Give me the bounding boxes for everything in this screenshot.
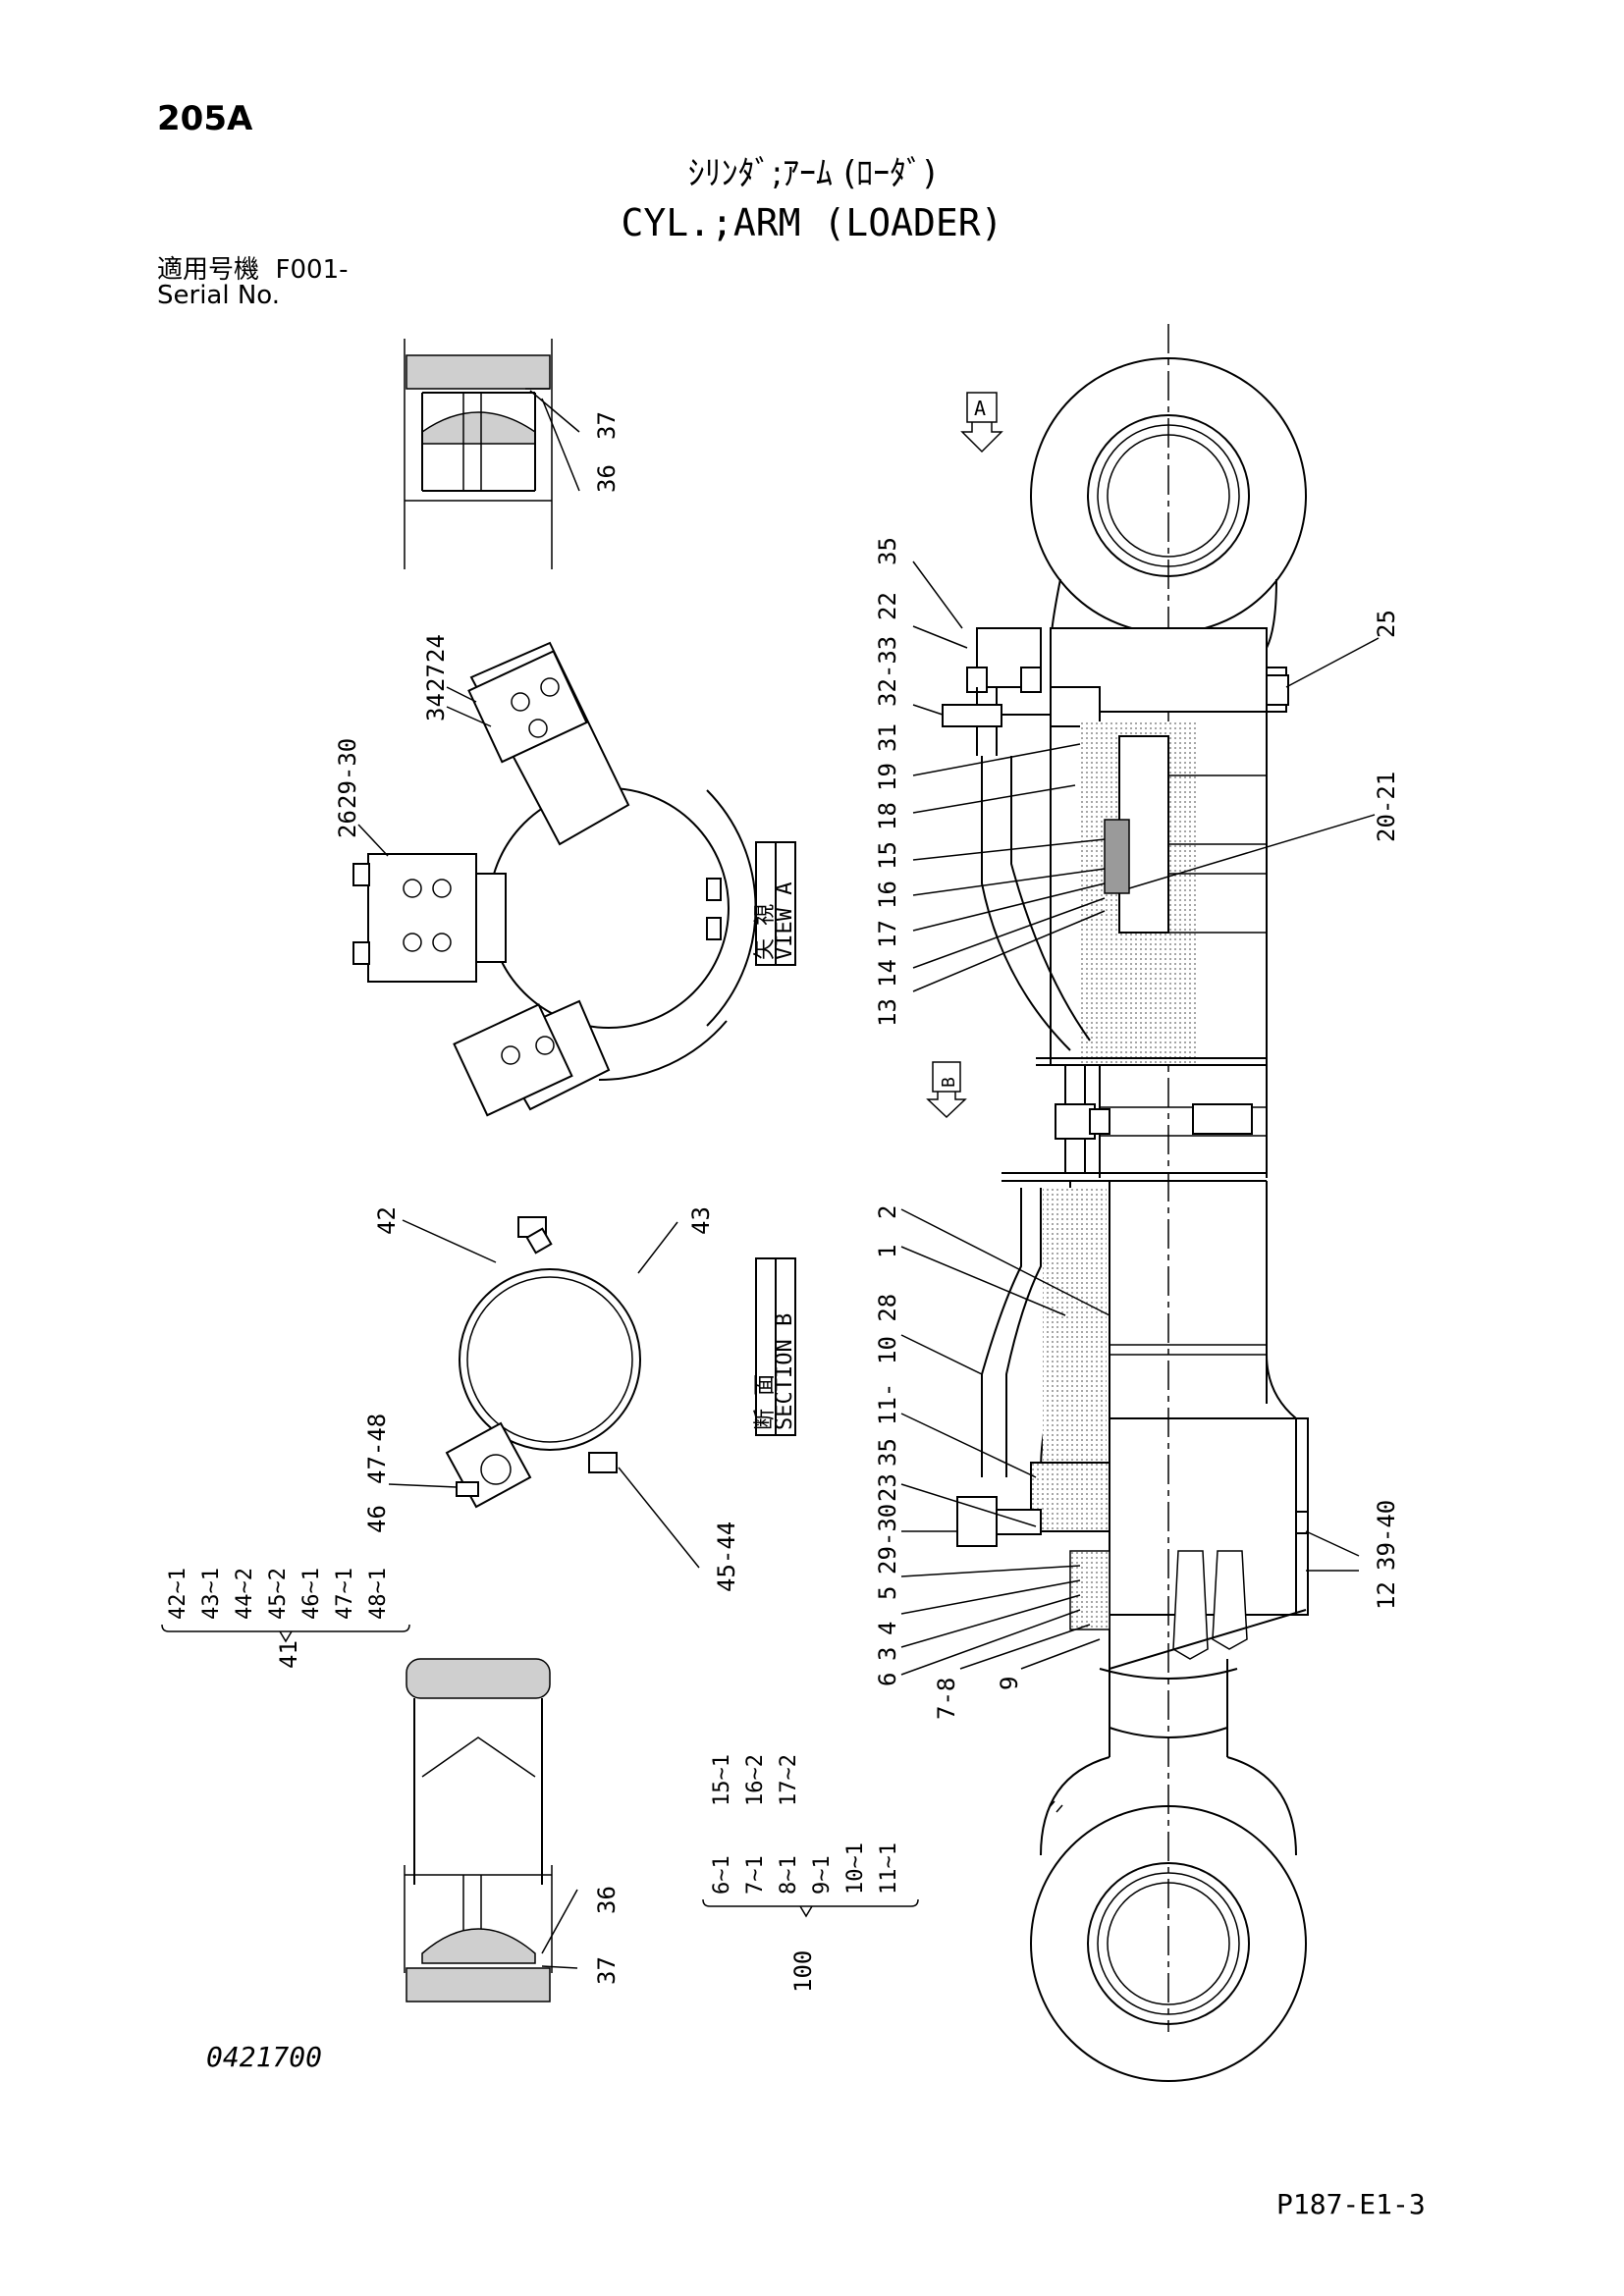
callout-36-top: 36	[593, 464, 621, 493]
page-code: 205A	[157, 99, 253, 138]
callout-2: 2	[874, 1205, 901, 1219]
callout-9: 9	[996, 1677, 1023, 1690]
callout-10-28: 10 28	[874, 1294, 901, 1364]
kit-41-bracket	[161, 1624, 410, 1643]
leader-24	[446, 686, 477, 703]
callout-29-30-bot: 29-30	[874, 1504, 901, 1575]
callout-25: 25	[1373, 610, 1400, 638]
callout-47-48: 47-48	[363, 1414, 391, 1484]
view-a-drawing	[352, 641, 757, 1117]
leader-36-bot	[541, 1889, 578, 1954]
section-b-label-ja: 断 面	[753, 1374, 778, 1430]
callout-36-bot: 36	[593, 1886, 621, 1914]
title-japanese: ｼﾘﾝﾀﾞ;ｱｰﾑ (ﾛｰﾀﾞ)	[687, 154, 937, 193]
callout-35-bot: 35	[874, 1438, 901, 1467]
leader-45-44	[618, 1467, 700, 1569]
serial-label-english: Serial No.	[157, 281, 280, 310]
callout-43: 43	[687, 1206, 715, 1235]
leader-26	[357, 824, 389, 857]
callout-27: 27	[422, 664, 450, 692]
kit-41-item-3: 44~2	[233, 1568, 257, 1620]
cylinder-main-drawing	[942, 324, 1309, 2082]
callout-31: 31	[874, 723, 901, 752]
callout-leaders-top-bushing	[529, 390, 580, 492]
callout-6: 6	[874, 1673, 901, 1686]
callout-22: 22	[874, 592, 901, 620]
callout-23: 23	[874, 1473, 901, 1502]
callout-20-21: 20-21	[1373, 772, 1400, 842]
view-a-arrow	[960, 392, 1003, 454]
page-reference: P187-E1-3	[1276, 2188, 1426, 2220]
kit-100-item-17: 17~2	[777, 1754, 801, 1806]
callout-5: 5	[874, 1586, 901, 1600]
kit-100-item-15: 15~1	[710, 1754, 734, 1806]
serial-label-japanese: 適用号機 F001-	[157, 255, 349, 285]
title-english: CYL.;ARM (LOADER)	[621, 201, 1003, 244]
kit-100-item-7: 7~1	[743, 1855, 768, 1895]
cylinder-callout-leaders	[900, 561, 1380, 1676]
callout-45-44: 45-44	[713, 1522, 740, 1592]
kit-41-item-1: 42~1	[166, 1568, 190, 1620]
section-b-label-box	[755, 1257, 796, 1436]
callout-24: 24	[422, 634, 450, 663]
view-a-label-ja: 矢 視	[753, 904, 778, 960]
section-b-drawing	[445, 1216, 641, 1509]
leader-37-bot	[541, 1965, 578, 1969]
kit-41-item-6: 47~1	[333, 1568, 357, 1620]
leader-34	[446, 706, 492, 727]
callout-19: 19	[874, 763, 901, 791]
kit-100-item-6: 6~1	[710, 1855, 734, 1895]
callout-32-33: 32-33	[874, 636, 901, 707]
serial-value: F001-	[275, 255, 349, 285]
kit-41-item-7: 48~1	[366, 1568, 391, 1620]
callout-7-8: 7-8	[933, 1678, 960, 1720]
callout-18: 18	[874, 802, 901, 830]
callout-35-top: 35	[874, 537, 901, 565]
view-a-label-box	[755, 841, 796, 966]
kit-41-item-4: 45~2	[266, 1568, 291, 1620]
section-b-arrow	[926, 1061, 967, 1119]
callout-37-top: 37	[593, 411, 621, 440]
callout-4: 4	[874, 1622, 901, 1635]
section-b-arrow-label: B	[939, 1077, 959, 1088]
callout-13: 13	[874, 998, 901, 1027]
leader-42	[402, 1219, 497, 1263]
callout-12: 12	[1373, 1581, 1400, 1610]
view-a-arrow-label: A	[974, 397, 986, 420]
section-b-label-en: SECTION B	[773, 1313, 797, 1430]
view-a-label-en: VIEW A	[773, 882, 797, 960]
kit-100-item-9: 9~1	[810, 1855, 835, 1895]
kit-100-item-11: 11~1	[877, 1842, 901, 1895]
callout-34: 34	[422, 693, 450, 721]
callout-16: 16	[874, 881, 901, 909]
kit-41-item-5: 46~1	[299, 1568, 324, 1620]
callout-39-40: 39-40	[1373, 1500, 1400, 1571]
kit-41-item-2: 43~1	[199, 1568, 224, 1620]
callout-29-30-top: 29-30	[334, 738, 361, 809]
bushing-bottom-detail	[404, 1658, 553, 2002]
kit-100-bracket	[702, 1898, 919, 1918]
kit-100-item-8: 8~1	[777, 1855, 801, 1895]
kit-100-item-16: 16~2	[743, 1754, 768, 1806]
kit-100-number: 100	[789, 1950, 817, 1993]
callout-26: 26	[334, 810, 361, 838]
kit-41-number: 41	[275, 1640, 302, 1669]
callout-14: 14	[874, 959, 901, 988]
kit-100-item-10: 10~1	[843, 1842, 868, 1895]
leader-47-48	[388, 1483, 458, 1488]
callout-11: 11-	[874, 1383, 901, 1425]
callout-3: 3	[874, 1647, 901, 1661]
bushing-top-detail	[404, 339, 553, 569]
leader-43	[637, 1221, 678, 1274]
callout-15: 15	[874, 841, 901, 870]
serial-label-ja: 適用号機	[157, 255, 260, 285]
drawing-number: 0421700	[206, 2041, 323, 2073]
callout-42: 42	[373, 1206, 401, 1235]
callout-37-bot: 37	[593, 1956, 621, 1985]
callout-46: 46	[363, 1505, 391, 1533]
callout-1: 1	[874, 1245, 901, 1258]
callout-17: 17	[874, 920, 901, 948]
